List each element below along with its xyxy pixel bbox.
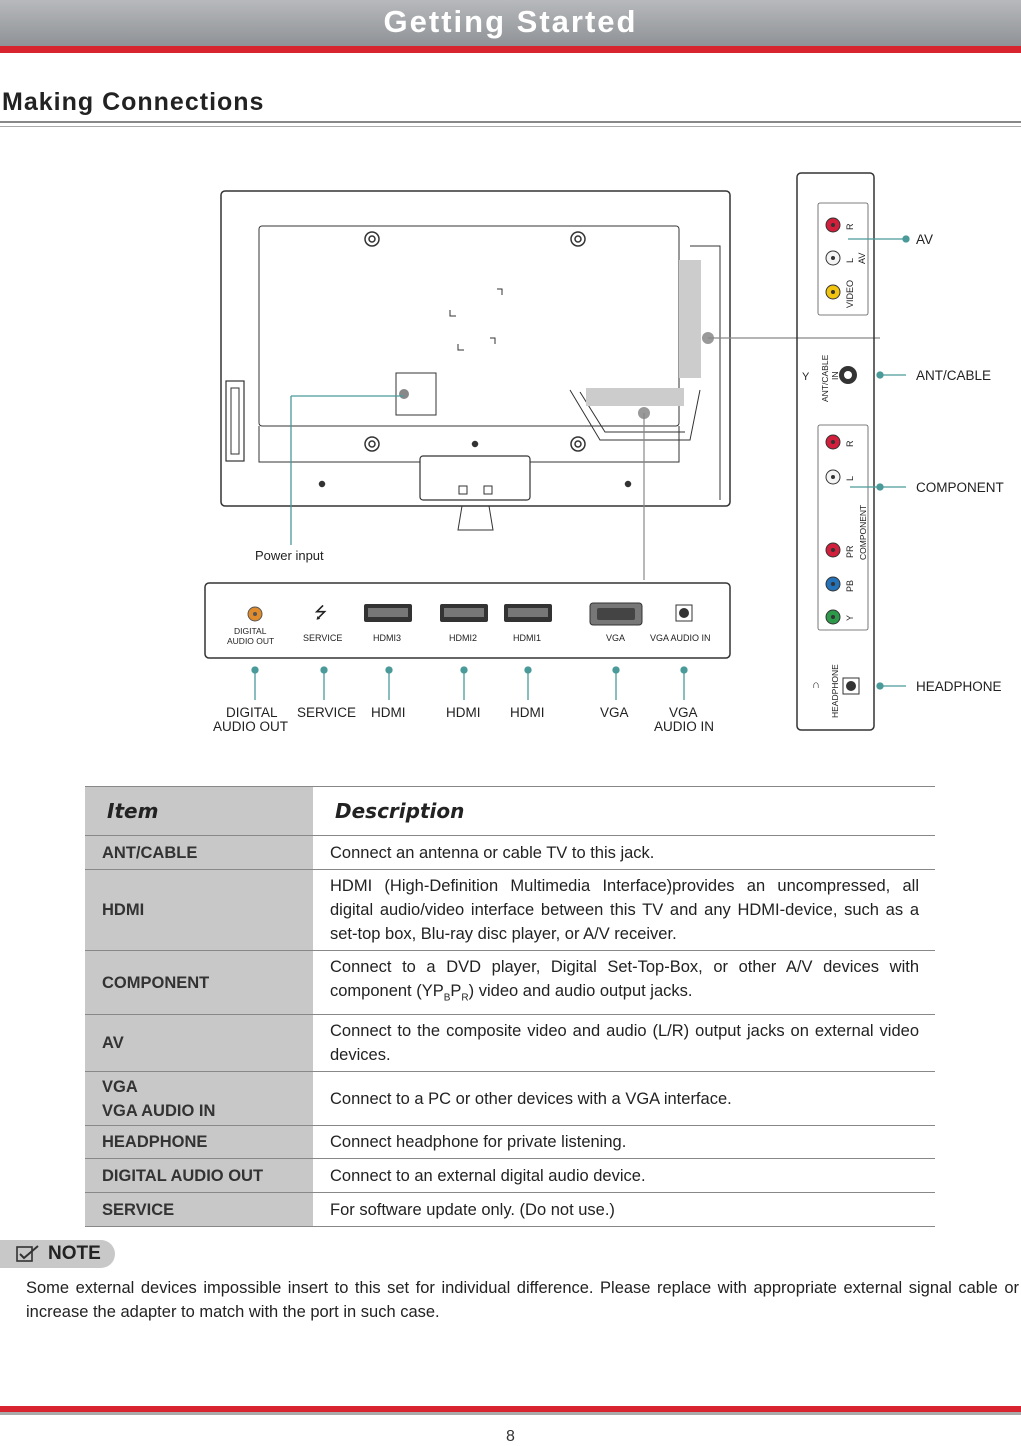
pr-label: PR [845, 545, 855, 558]
hdmi-callout-a: HDMI [371, 705, 406, 720]
av-label: AV [857, 253, 867, 264]
table-row: ANT/CABLE Connect an antenna or cable TV… [85, 835, 935, 870]
row-description: Connect to the composite video and audio… [313, 1014, 935, 1073]
bottom-port-highlight [586, 388, 684, 406]
service-callout: SERVICE [297, 705, 356, 720]
video-label: VIDEO [845, 280, 855, 308]
table-row: COMPONENT Connect to a DVD player, Digit… [85, 950, 935, 1016]
header-accent-bar [0, 46, 1021, 53]
header-band [0, 0, 1021, 46]
component-desc-post: ) video and audio output jacks. [468, 982, 693, 1000]
service-panel-label: SERVICE [303, 633, 342, 643]
row-item: AV [85, 1014, 313, 1073]
bottom-port-panel: DIGITAL AUDIO OUT ⭍ SERVICE HDMI3 HDMI2 … [204, 582, 731, 659]
y-label: Y [845, 615, 855, 621]
note-badge: NOTE [0, 1240, 115, 1268]
row-description: Connect to a PC or other devices with a … [313, 1071, 935, 1127]
vga-audio-in-callout-2: AUDIO IN [654, 719, 714, 734]
comp-r-label: R [845, 440, 855, 447]
digital-audio-out-callout-2: AUDIO OUT [213, 719, 288, 734]
item-column-header: Item [85, 786, 313, 836]
pb-label: PB [845, 580, 855, 592]
table-row: HEADPHONE Connect headphone for private … [85, 1125, 935, 1160]
antenna-icon: Y [802, 371, 810, 383]
bottom-callout-lines [251, 666, 688, 700]
headphone-panel-label: HEADPHONE [830, 664, 840, 718]
table-row: VGA VGA AUDIO IN Connect to a PC or other… [85, 1071, 935, 1127]
headphone-callout: HEADPHONE [916, 679, 1002, 694]
vga-audio-in-panel-label: VGA AUDIO IN [650, 633, 711, 643]
page-number: 8 [506, 1428, 515, 1445]
section-title: Making Connections [2, 88, 265, 116]
comp-l-label: L [845, 476, 855, 481]
vga-callout: VGA [600, 705, 629, 720]
side-port-highlight [679, 260, 701, 378]
section-divider [0, 121, 1021, 123]
power-input-label: Power input [255, 548, 324, 563]
side-callout-lines [848, 235, 910, 690]
row-item: HEADPHONE [85, 1125, 313, 1160]
component-panel-label: COMPONENT [858, 505, 868, 560]
headphone-icon: ∩ [812, 679, 820, 691]
description-column-header: Description [313, 786, 935, 836]
footer-divider [0, 1412, 1021, 1415]
row-description: HDMI (High-Definition Multimedia Interfa… [313, 869, 935, 951]
av-callout: AV [916, 232, 933, 247]
av-l-label: L [845, 258, 855, 263]
row-item-line-2: VGA AUDIO IN [102, 1101, 216, 1120]
row-item: HDMI [85, 869, 313, 951]
tv-back-view [220, 190, 731, 531]
component-desc-pre: Connect to a DVD player, Digital Set-Top… [330, 958, 919, 1000]
note-label: NOTE [48, 1243, 101, 1264]
component-desc-mid: P [450, 982, 462, 1000]
row-item: ANT/CABLE [85, 835, 313, 870]
row-description: Connect an antenna or cable TV to this j… [313, 835, 935, 870]
vga-panel-label: VGA [606, 633, 625, 643]
row-description: Connect headphone for private listening. [313, 1125, 935, 1160]
row-item: DIGITAL AUDIO OUT [85, 1158, 313, 1194]
section-divider-thin [0, 126, 1021, 127]
ant-cable-panel-label-2: IN [830, 372, 840, 381]
row-item: VGA VGA AUDIO IN [85, 1071, 313, 1127]
row-item: COMPONENT [85, 950, 313, 1016]
component-desc-sub-r: R [461, 992, 469, 1004]
table-row: DIGITAL AUDIO OUT Connect to an external… [85, 1158, 935, 1194]
row-item: SERVICE [85, 1192, 313, 1228]
page-header-title: Getting Started [383, 4, 638, 39]
hdmi-callout-b: HDMI [446, 705, 481, 720]
hdmi1-panel-label: HDMI1 [513, 633, 541, 643]
vga-audio-in-callout-1: VGA [669, 705, 698, 720]
digital-audio-out-panel-label-2: AUDIO OUT [227, 636, 274, 646]
connections-table: Item Description ANT/CABLE Connect an an… [85, 786, 935, 1228]
av-r-label: R [845, 223, 855, 230]
component-callout: COMPONENT [916, 480, 1004, 495]
row-description: For software update only. (Do not use.) [313, 1192, 935, 1228]
row-description: Connect to a DVD player, Digital Set-Top… [313, 950, 935, 1016]
row-description: Connect to an external digital audio dev… [313, 1158, 935, 1194]
table-row: AV Connect to the composite video and au… [85, 1014, 935, 1073]
digital-audio-out-panel-label-1: DIGITAL [234, 626, 267, 636]
side-port-panel: R L AV VIDEO ANT/CABLE IN Y R L PR PB Y … [796, 172, 875, 731]
row-item-line-1: VGA [102, 1077, 138, 1096]
usb-icon: ⭍ [314, 604, 327, 622]
hdmi3-panel-label: HDMI3 [373, 633, 401, 643]
note-text: Some external devices impossible insert … [26, 1279, 1019, 1321]
table-row: SERVICE For software update only. (Do no… [85, 1192, 935, 1228]
hdmi2-panel-label: HDMI2 [449, 633, 477, 643]
table-row: HDMI HDMI (High-Definition Multimedia In… [85, 869, 935, 951]
tv-connections-diagram: Power input DIGITAL AUDIO OUT ⭍ SERVICE … [204, 172, 1004, 734]
ant-cable-panel-label-1: ANT/CABLE [820, 354, 830, 402]
footer-accent-bar [0, 1406, 1021, 1412]
hdmi-callout-c: HDMI [510, 705, 545, 720]
component-desc-sub-b: B [443, 992, 451, 1004]
ant-cable-callout: ANT/CABLE [916, 368, 991, 383]
table-header-row: Item Description [85, 786, 935, 836]
digital-audio-out-callout-1: DIGITAL [226, 705, 278, 720]
checkbox-icon [16, 1245, 39, 1262]
